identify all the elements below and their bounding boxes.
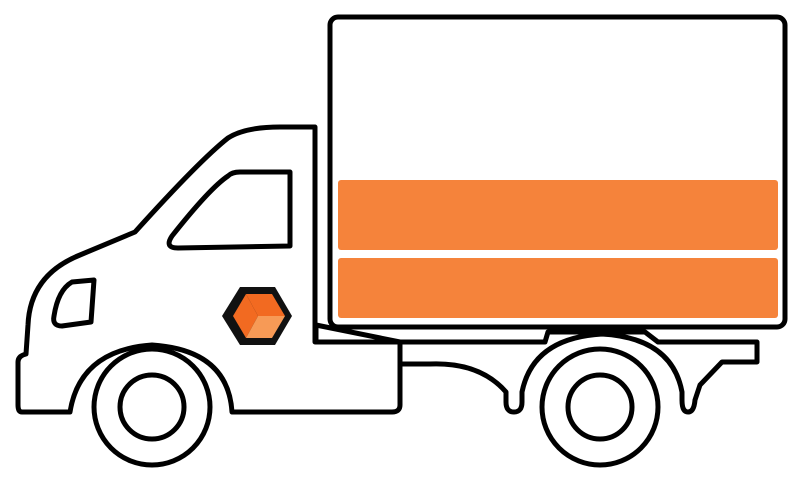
cab-body: [15, 124, 403, 415]
cargo-stripe-lower: [338, 258, 778, 318]
rear-wheel: [539, 346, 661, 468]
cab: [15, 124, 403, 415]
chassis-frame: [313, 322, 760, 415]
hexagon-logo: [222, 287, 292, 345]
front-wheel-hub: [117, 372, 187, 442]
cab-window: [166, 169, 293, 251]
logo-face-top: [246, 294, 285, 316]
chassis: [313, 322, 760, 415]
front-wheel: [91, 346, 213, 468]
rear-wheel-hub: [565, 372, 635, 442]
logo-face-left: [233, 294, 258, 338]
cargo-box: [327, 14, 788, 330]
logo-face-bottom: [246, 316, 285, 338]
headlight: [51, 277, 97, 329]
cargo-stripe-upper: [338, 180, 778, 250]
